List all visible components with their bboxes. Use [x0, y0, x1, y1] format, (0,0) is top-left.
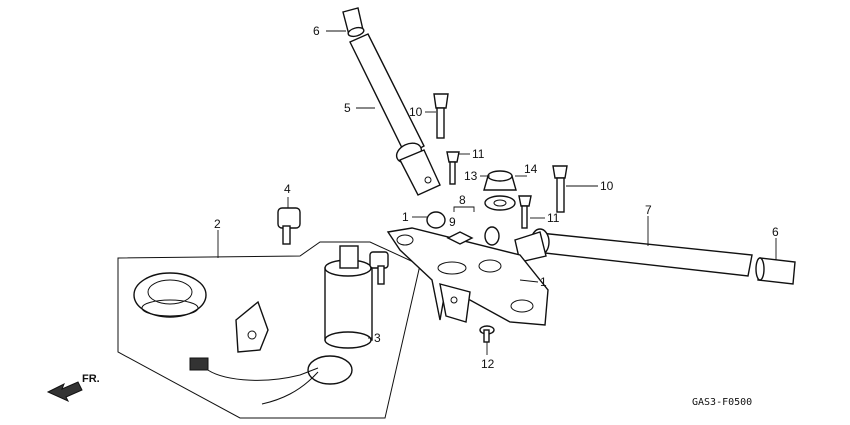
fuel-cap — [133, 272, 207, 318]
callout-1-left: 1 — [402, 210, 409, 224]
wire-harness — [189, 357, 319, 405]
callout-1-right: 1 — [540, 275, 547, 289]
callout-9: 9 — [449, 215, 456, 229]
callout-11-lower: 11 — [547, 211, 560, 225]
bolt-10-right — [552, 165, 568, 213]
front-direction-arrow: FR. — [46, 373, 100, 403]
key — [277, 207, 301, 245]
handlebar-holder — [386, 227, 549, 326]
ignition-switch — [307, 245, 373, 385]
switch-key — [369, 251, 389, 285]
bolt-11-lower — [518, 195, 532, 229]
cap-nut — [483, 170, 517, 191]
rubber-plug-left — [426, 211, 446, 229]
callout-12: 12 — [481, 357, 495, 371]
callout-14: 14 — [524, 162, 538, 176]
left-handlebar-pipe — [349, 33, 441, 196]
front-direction-label: FR. — [82, 373, 100, 385]
callout-6-top: 6 — [313, 24, 320, 38]
leader-lines — [217, 30, 777, 355]
callout-10-right: 10 — [600, 179, 614, 193]
callout-6-right: 6 — [772, 225, 779, 239]
plate — [446, 231, 474, 245]
callout-4: 4 — [284, 182, 291, 196]
bolt-10-top — [433, 93, 449, 139]
left-grip-end — [342, 7, 365, 38]
callout-13: 13 — [464, 169, 478, 183]
callout-3: 3 — [374, 331, 381, 345]
right-grip-end — [755, 257, 796, 285]
seat-lock — [235, 300, 269, 353]
callout-10-top: 10 — [409, 105, 423, 119]
callout-7: 7 — [645, 203, 652, 217]
drawing-code: GAS3-F0500 — [692, 397, 752, 408]
screw-12 — [479, 325, 495, 343]
callout-2: 2 — [214, 217, 221, 231]
callout-5: 5 — [344, 101, 351, 115]
washer — [484, 195, 516, 211]
bolt-11-upper — [446, 151, 460, 185]
right-handlebar-pipe — [514, 228, 753, 277]
callout-11-upper: 11 — [472, 147, 485, 161]
rubber-plug-right — [484, 226, 500, 246]
callout-8: 8 — [459, 193, 466, 207]
